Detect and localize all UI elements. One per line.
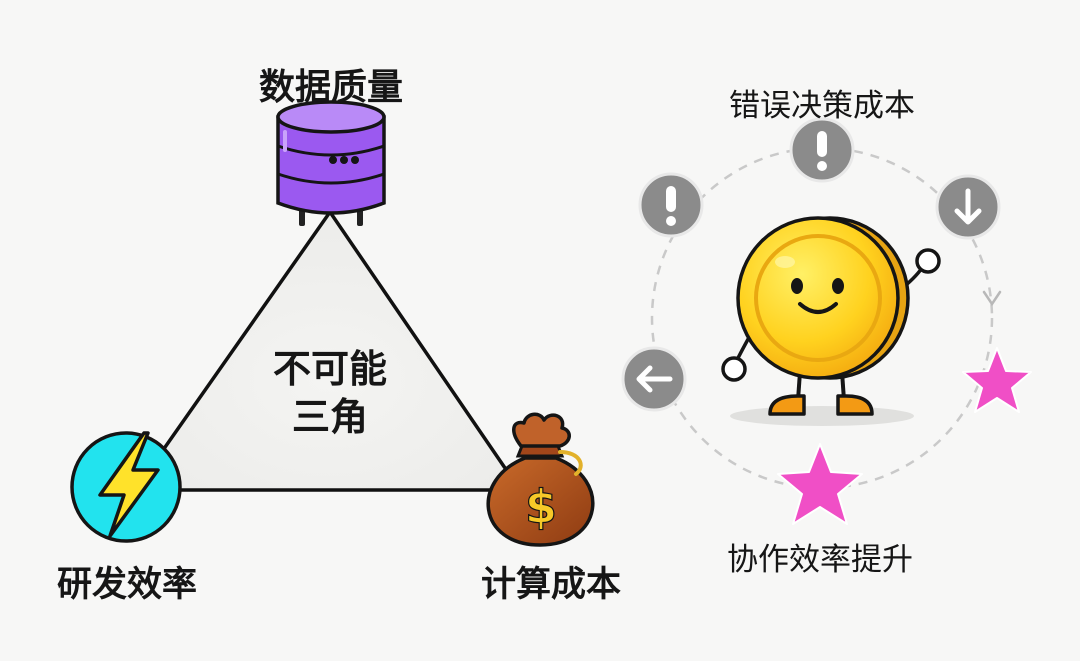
label-collab-efficiency: 协作效率提升 bbox=[727, 542, 913, 578]
coin-character bbox=[721, 216, 941, 426]
dollar-sign: $ bbox=[525, 480, 557, 534]
star-icon-bottom bbox=[777, 443, 863, 525]
exclamation-icon-top bbox=[789, 117, 855, 183]
left-arrow-icon bbox=[621, 346, 687, 412]
database-icon bbox=[276, 100, 386, 226]
label-dev-efficiency: 研发效率 bbox=[56, 565, 197, 605]
triangle-shape bbox=[133, 210, 522, 492]
exclamation-icon-left bbox=[638, 172, 704, 238]
label-triangle: 三角 bbox=[291, 395, 368, 439]
label-wrong-decision-cost: 错误决策成本 bbox=[729, 88, 915, 124]
lightning-icon bbox=[70, 431, 182, 543]
down-arrow-icon bbox=[935, 174, 1001, 240]
star-icon-right bbox=[962, 347, 1032, 413]
label-compute-cost: 计算成本 bbox=[480, 565, 621, 605]
label-impossible: 不可能 bbox=[272, 347, 387, 391]
label-data-quality: 数据质量 bbox=[258, 67, 403, 108]
money-bag-icon: $ bbox=[486, 412, 595, 547]
impossible-triangle bbox=[133, 210, 522, 492]
